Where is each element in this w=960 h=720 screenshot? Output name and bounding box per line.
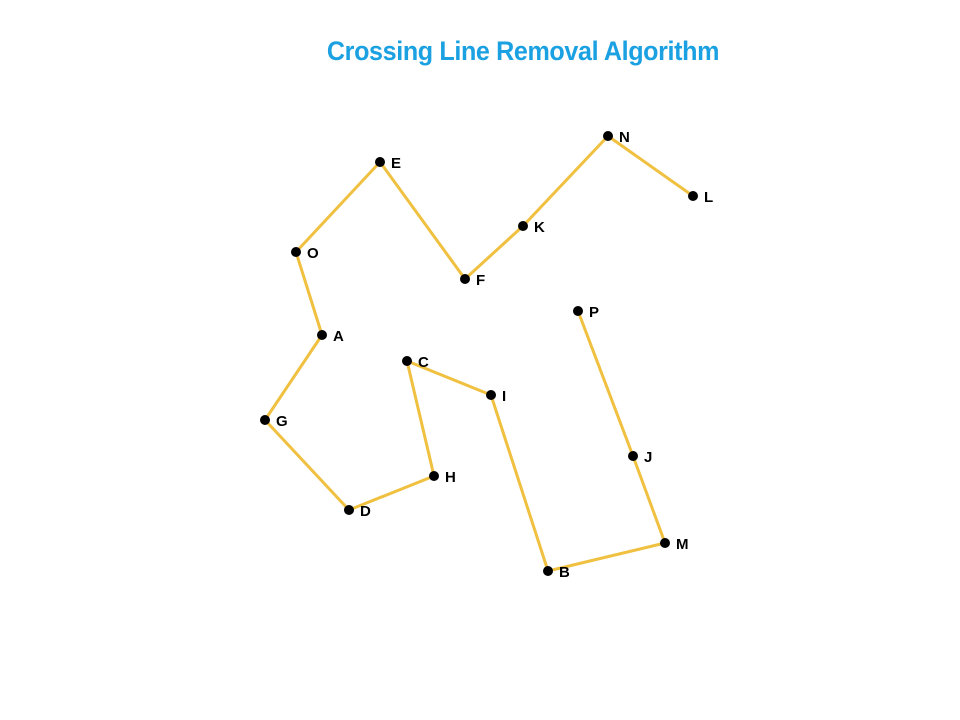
node-dot xyxy=(518,221,528,231)
node-l: L xyxy=(688,189,713,206)
node-h: H xyxy=(429,469,456,486)
node-o: O xyxy=(291,245,319,262)
edge-c-i xyxy=(405,359,493,397)
edge-k-f xyxy=(463,224,525,281)
node-d: D xyxy=(344,503,371,520)
node-dot xyxy=(402,356,412,366)
node-label: H xyxy=(445,469,456,486)
edges-layer xyxy=(263,134,695,573)
node-e: E xyxy=(375,155,401,172)
node-label: F xyxy=(476,272,485,289)
node-dot xyxy=(660,538,670,548)
node-g: G xyxy=(260,413,288,430)
edge-g-d xyxy=(263,418,351,512)
node-dot xyxy=(375,157,385,167)
node-label: L xyxy=(704,189,713,206)
node-label: M xyxy=(676,536,689,553)
node-label: A xyxy=(333,328,344,345)
node-label: J xyxy=(644,449,652,466)
node-label: O xyxy=(307,245,319,262)
node-b: B xyxy=(543,564,570,581)
node-i: I xyxy=(486,388,506,405)
edge-d-h xyxy=(347,474,436,512)
node-dot xyxy=(603,131,613,141)
node-dot xyxy=(486,390,496,400)
node-label: G xyxy=(276,413,288,430)
node-c: C xyxy=(402,354,429,371)
node-n: N xyxy=(603,129,630,146)
node-label: N xyxy=(619,129,630,146)
node-label: C xyxy=(418,354,429,371)
nodes-layer: N E L K O F P A C I G J H D M B xyxy=(260,129,713,581)
edge-i-b xyxy=(489,393,550,573)
node-m: M xyxy=(660,536,689,553)
node-dot xyxy=(291,247,301,257)
node-dot xyxy=(260,415,270,425)
node-dot xyxy=(344,505,354,515)
edge-o-a xyxy=(294,250,324,337)
node-p: P xyxy=(573,304,599,321)
slide-title: Crossing Line Removal Algorithm xyxy=(326,36,720,66)
edge-b-m xyxy=(546,541,667,573)
node-label: D xyxy=(360,503,371,520)
edge-f-e xyxy=(378,160,467,281)
node-j: J xyxy=(628,449,652,466)
edge-m-j xyxy=(631,454,667,545)
edge-j-p xyxy=(576,309,635,458)
node-dot xyxy=(628,451,638,461)
node-dot xyxy=(317,330,327,340)
node-label: P xyxy=(589,304,599,321)
edge-n-k xyxy=(521,134,610,228)
node-label: B xyxy=(559,564,570,581)
node-f: F xyxy=(460,272,485,289)
node-dot xyxy=(429,471,439,481)
node-dot xyxy=(573,306,583,316)
node-a: A xyxy=(317,328,344,345)
edge-a-g xyxy=(263,333,324,422)
node-label: E xyxy=(391,155,401,172)
node-k: K xyxy=(518,219,545,236)
node-dot xyxy=(460,274,470,284)
edge-e-o xyxy=(294,160,382,254)
edge-l-n xyxy=(606,134,695,198)
node-label: I xyxy=(502,388,506,405)
node-dot xyxy=(688,191,698,201)
node-dot xyxy=(543,566,553,576)
node-label: K xyxy=(534,219,545,236)
edge-h-c xyxy=(405,359,436,478)
